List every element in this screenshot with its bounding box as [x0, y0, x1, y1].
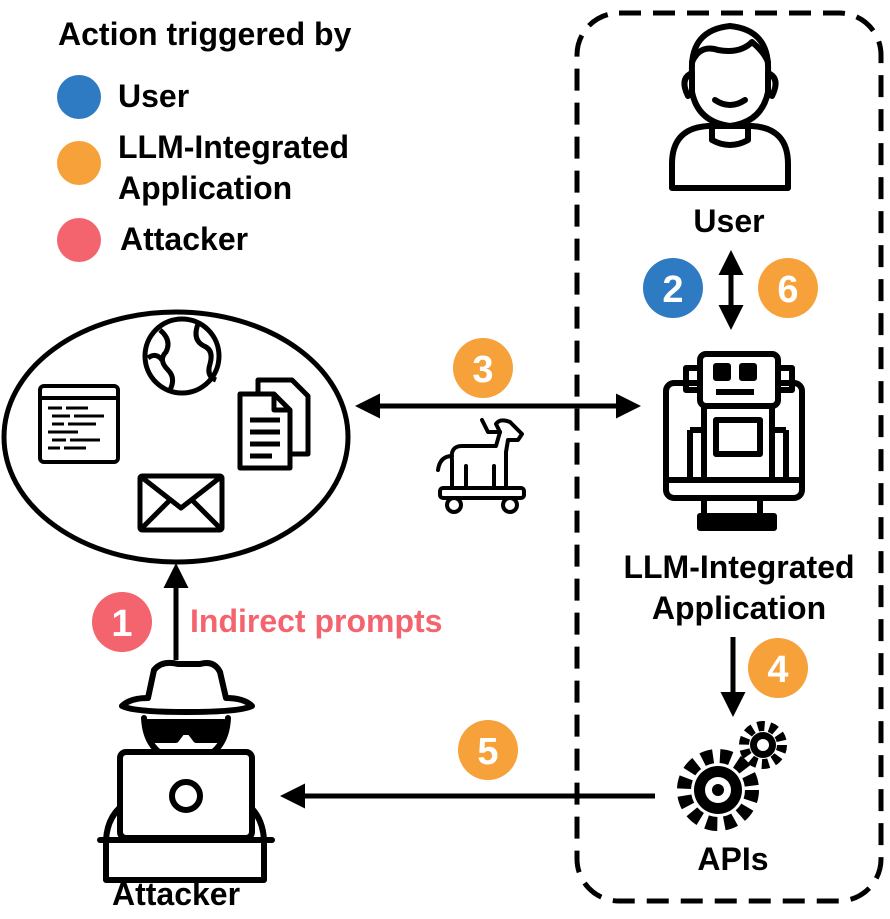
app-label-line1: LLM-Integrated — [623, 549, 854, 585]
documents-icon — [237, 377, 311, 471]
step-3-number: 3 — [472, 349, 493, 391]
attacker-label: Attacker — [112, 876, 240, 912]
trojan-horse-icon — [436, 418, 526, 514]
step-1-number: 1 — [111, 603, 132, 645]
indirect-prompts-label: Indirect prompts — [190, 603, 442, 639]
gears-icon — [677, 721, 787, 831]
app-label-line2: Application — [652, 590, 826, 626]
step-6-badge — [758, 258, 818, 318]
robot-monitor-icon — [663, 351, 805, 531]
step-2-number: 2 — [662, 269, 683, 311]
step-5-number: 5 — [477, 731, 498, 773]
external-sources-ellipse — [1, 309, 351, 565]
step-4-number: 4 — [767, 649, 788, 691]
legend-app-label-line1: LLM-Integrated — [118, 129, 349, 165]
step-1-badge — [92, 592, 152, 652]
legend-app-label-line2: Application — [118, 170, 292, 206]
legend-attacker-dot — [57, 218, 101, 262]
step-6-number: 6 — [777, 269, 798, 311]
code-window-icon — [38, 384, 120, 464]
step-5-badge — [458, 720, 518, 780]
legend-user-dot — [57, 75, 101, 119]
legend-attacker-label: Attacker — [120, 221, 248, 257]
legend-title: Action triggered by — [58, 16, 352, 52]
user-label: User — [693, 203, 764, 239]
hacker-laptop-icon — [97, 659, 275, 883]
step-2-badge — [643, 258, 703, 318]
step-3-badge — [453, 338, 513, 398]
globe-icon — [142, 316, 222, 396]
apis-label: APIs — [697, 841, 768, 877]
legend: Action triggered by User LLM-Integrated … — [57, 16, 352, 262]
legend-user-label: User — [118, 78, 189, 114]
legend-app-dot — [57, 141, 101, 185]
system-boundary — [574, 10, 884, 904]
step-4-badge — [748, 638, 808, 698]
user-icon — [669, 23, 791, 191]
envelope-icon — [137, 473, 225, 533]
